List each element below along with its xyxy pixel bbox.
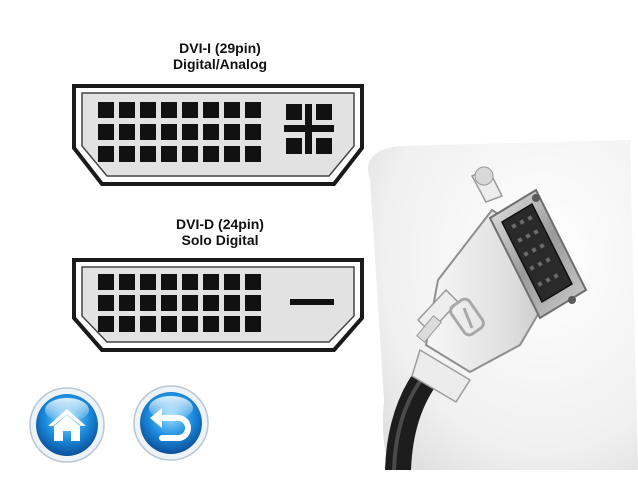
- dvi-d-subtitle: Solo Digital: [181, 232, 259, 248]
- digital-pin: [224, 146, 240, 162]
- digital-pin: [182, 146, 198, 162]
- dvi-d-caption: DVI-D (24pin) Solo Digital: [120, 216, 320, 248]
- digital-pin: [245, 124, 261, 140]
- back-arrow-icon: [150, 408, 191, 441]
- digital-pin: [203, 274, 219, 290]
- digital-pin: [203, 124, 219, 140]
- digital-pin: [140, 274, 156, 290]
- left-thumb-screw: [416, 288, 460, 343]
- dvi-i-subtitle: Digital/Analog: [172, 56, 268, 72]
- digital-pin: [140, 316, 156, 332]
- dvi-i-connector-diagram: [72, 84, 364, 186]
- digital-pin: [119, 295, 135, 311]
- digital-pin: [245, 102, 261, 118]
- dvi-d-connector-diagram: [72, 258, 364, 352]
- connector-pin-holes: [511, 215, 559, 287]
- dvi-logo-emboss: [449, 297, 485, 337]
- digital-pin: [245, 274, 261, 290]
- digital-pin: [161, 316, 177, 332]
- dvi-d-digital-pins: [98, 274, 261, 332]
- digital-pin: [182, 295, 198, 311]
- digital-pin: [182, 274, 198, 290]
- digital-pin: [203, 316, 219, 332]
- digital-pin: [224, 316, 240, 332]
- dvi-i-title: DVI-I (29pin): [179, 40, 261, 56]
- digital-pin: [140, 295, 156, 311]
- digital-pin: [98, 316, 114, 332]
- digital-pin: [245, 146, 261, 162]
- plate-screw-hole-top: [532, 194, 540, 202]
- digital-pin: [98, 124, 114, 140]
- digital-pin: [119, 146, 135, 162]
- analog-ground-blade-vertical: [305, 104, 312, 154]
- dvi-i-caption: DVI-I (29pin) Digital/Analog: [120, 40, 320, 72]
- connector-pin-housing: [501, 202, 573, 304]
- digital-pin: [161, 102, 177, 118]
- digital-pin: [98, 102, 114, 118]
- analog-pin: [286, 104, 302, 120]
- cable-boot: [411, 348, 472, 404]
- digital-pin: [161, 124, 177, 140]
- analog-pin: [286, 138, 302, 154]
- digital-pin: [98, 295, 114, 311]
- dvi-d-title: DVI-D (24pin): [176, 216, 264, 232]
- digital-pin: [161, 146, 177, 162]
- plate-screw-hole-bottom: [568, 296, 576, 304]
- digital-pin: [161, 295, 177, 311]
- digital-pin: [140, 102, 156, 118]
- dvi-i-digital-pins: [98, 102, 261, 162]
- digital-pin: [140, 124, 156, 140]
- digital-pin: [119, 124, 135, 140]
- back-button[interactable]: [132, 384, 210, 462]
- analog-pin: [316, 104, 332, 120]
- right-thumb-screw: [470, 166, 504, 203]
- dvi-i-analog-pins: [284, 104, 334, 154]
- digital-pin: [224, 124, 240, 140]
- digital-pin: [245, 316, 261, 332]
- digital-pin: [203, 102, 219, 118]
- digital-pin: [203, 146, 219, 162]
- digital-pin: [203, 295, 219, 311]
- digital-pin: [119, 102, 135, 118]
- digital-pin: [224, 295, 240, 311]
- digital-pin: [224, 274, 240, 290]
- digital-pin: [182, 316, 198, 332]
- dvi-cable-photo: [368, 140, 638, 470]
- analog-pin: [316, 138, 332, 154]
- home-button[interactable]: [28, 386, 106, 464]
- digital-pin: [182, 124, 198, 140]
- digital-pin: [161, 274, 177, 290]
- digital-pin: [119, 274, 135, 290]
- digital-pin: [98, 274, 114, 290]
- digital-pin: [98, 146, 114, 162]
- digital-pin: [245, 295, 261, 311]
- digital-pin: [140, 146, 156, 162]
- digital-pin: [224, 102, 240, 118]
- digital-pin: [119, 316, 135, 332]
- cable-highlight: [392, 374, 426, 470]
- digital-pin: [182, 102, 198, 118]
- dvi-d-flat-blade: [290, 299, 334, 305]
- home-icon: [48, 409, 86, 441]
